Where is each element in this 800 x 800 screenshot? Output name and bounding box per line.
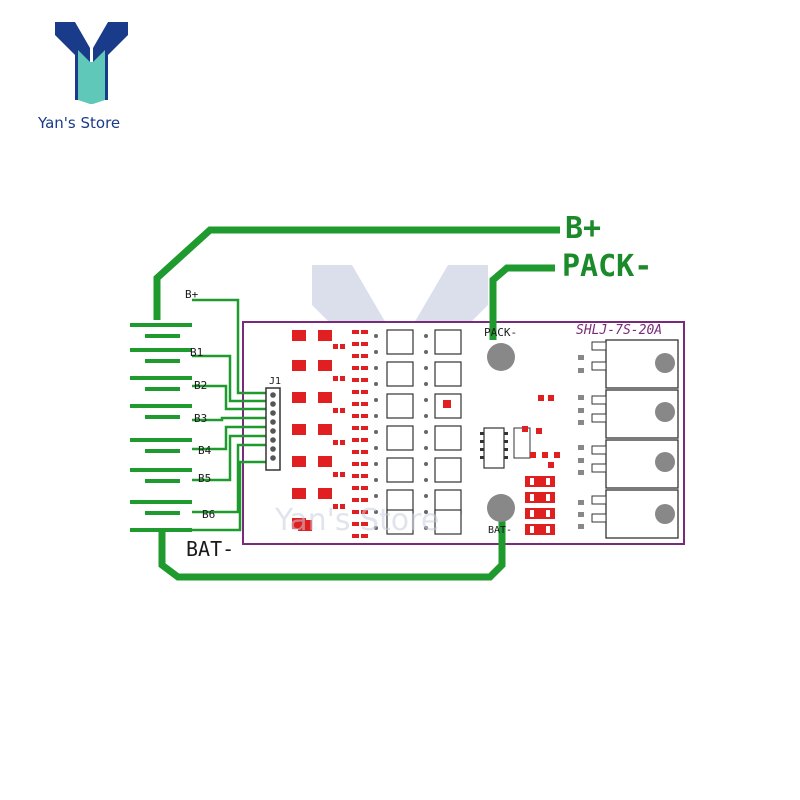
j1-connector: J1 xyxy=(265,376,281,471)
cell-tap-b2: B2 xyxy=(194,379,207,392)
j1-label: J1 xyxy=(269,376,281,387)
via-dots xyxy=(374,334,428,530)
cell-tap-b5: B5 xyxy=(198,472,211,485)
cell-tap-labels: B1 B2 B3 B4 B5 B6 xyxy=(190,346,215,521)
wiring xyxy=(153,226,560,581)
power-mosfet-2 xyxy=(591,389,679,439)
power-mosfets xyxy=(591,339,679,539)
resistor-strip xyxy=(352,328,368,540)
b-plus-wire xyxy=(153,226,560,320)
current-sense-resistors xyxy=(525,476,555,535)
b-plus-label: B+ xyxy=(565,211,601,246)
cell-tap-b4: B4 xyxy=(198,444,212,457)
balance-mosfet-chips xyxy=(386,329,462,535)
battery-cell-stack xyxy=(130,323,192,532)
bat-minus-label: BAT- xyxy=(186,537,234,561)
small-smd-red xyxy=(443,400,451,408)
brand-name: Yan's Store xyxy=(37,114,120,132)
power-mosfet-4 xyxy=(591,489,679,539)
board-pack-minus-label: PACK- xyxy=(484,326,517,339)
pack-minus-wire xyxy=(489,264,555,340)
bat-minus-pad xyxy=(487,494,515,522)
power-mosfet-3 xyxy=(591,439,679,489)
gate-pads xyxy=(578,355,584,529)
ic-support-smd xyxy=(522,395,560,468)
pack-minus-label: PACK- xyxy=(562,249,652,284)
pack-minus-pad xyxy=(487,343,515,371)
cell-tap-b1: B1 xyxy=(190,346,203,359)
watermark-text: Yan's Store xyxy=(274,503,439,538)
balance-leads xyxy=(192,298,270,532)
board-b-plus-tap-label: B+ xyxy=(185,288,199,301)
logo-stem-icon xyxy=(78,50,105,104)
balance-resistors xyxy=(292,330,332,531)
cell-tap-b6: B6 xyxy=(202,508,215,521)
power-mosfet-1 xyxy=(591,339,679,389)
board-model-label: SHLJ-7S-20A xyxy=(576,323,662,338)
cell-tap-b3: B3 xyxy=(194,412,207,425)
brand-logo: Yan's Store xyxy=(37,22,128,132)
board-bat-minus-label: BAT- xyxy=(488,525,512,536)
small-smd-pairs xyxy=(333,344,345,509)
protection-ic xyxy=(480,427,531,469)
bat-minus-wire xyxy=(158,505,506,581)
